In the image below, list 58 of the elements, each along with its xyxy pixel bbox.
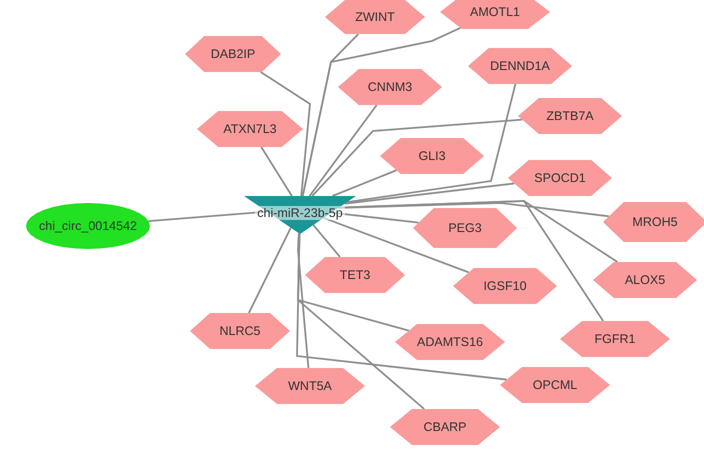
- gene-hexagon: [390, 409, 500, 445]
- gene-hexagon: [185, 36, 281, 72]
- gene-hexagon: [560, 321, 670, 357]
- gene-hexagon: [197, 111, 303, 147]
- edge-line: [148, 210, 268, 222]
- gene-label: ADAMTS16: [417, 335, 483, 349]
- edge-line: [308, 104, 378, 197]
- gene-hexagon: [413, 208, 517, 248]
- edge-line: [297, 233, 310, 368]
- gene-label: FGFR1: [594, 332, 636, 346]
- edge-line: [260, 71, 311, 196]
- gene-label: DENND1A: [490, 59, 550, 73]
- gene-hexagon: [518, 98, 622, 134]
- gene-hexagon: [500, 367, 610, 403]
- gene-label: ZWINT: [355, 10, 395, 24]
- gene-label: ATXN7L3: [223, 122, 277, 136]
- gene-label: CBARP: [423, 420, 467, 434]
- gene-hexagon: [380, 138, 484, 174]
- node-label: chi_circ_0014542: [39, 219, 137, 233]
- gene-label: DAB2IP: [210, 47, 256, 61]
- gene-label: IGSF10: [483, 279, 527, 293]
- edge-line: [323, 217, 470, 274]
- gene-hexagon: [508, 160, 612, 196]
- gene-label: PEG3: [448, 221, 482, 235]
- gene-hexagon: [440, 0, 550, 29]
- gene-hexagon: [190, 313, 290, 349]
- edge-line: [248, 227, 292, 314]
- gene-label: TET3: [340, 268, 370, 282]
- gene-label: CNNM3: [368, 80, 412, 94]
- edge-line: [297, 234, 425, 410]
- gene-hexagon: [453, 268, 557, 304]
- gene-label: WNT5A: [288, 379, 332, 393]
- gene-label: SPOCD1: [534, 171, 586, 185]
- gene-label: ZBTB7A: [546, 109, 594, 123]
- gene-hexagon: [305, 257, 405, 293]
- gene-hexagon: [603, 202, 704, 242]
- edge-line: [312, 224, 341, 258]
- gene-label: AMOTL1: [470, 5, 520, 19]
- edge-line: [312, 118, 522, 197]
- gene-label: MROH5: [632, 215, 678, 229]
- edge-line: [344, 182, 514, 205]
- gene-hexagon: [338, 69, 442, 105]
- gene-hexagon: [468, 48, 572, 84]
- edge-line: [302, 27, 461, 196]
- gene-label: NLRC5: [220, 324, 260, 338]
- edge-line: [338, 200, 604, 322]
- gene-hexagon: [395, 324, 505, 360]
- gene-label: ALOX5: [624, 273, 666, 287]
- edge-line: [338, 202, 610, 218]
- gene-hexagon: [255, 368, 365, 404]
- gene-label: OPCML: [532, 378, 578, 392]
- gene-hexagon: [325, 0, 425, 34]
- edge-line: [331, 212, 419, 224]
- edge-line: [260, 146, 293, 196]
- edge-line: [332, 169, 397, 197]
- edge-line: [346, 84, 516, 203]
- gene-hexagon: [593, 262, 697, 298]
- gene-label: GLI3: [418, 149, 446, 163]
